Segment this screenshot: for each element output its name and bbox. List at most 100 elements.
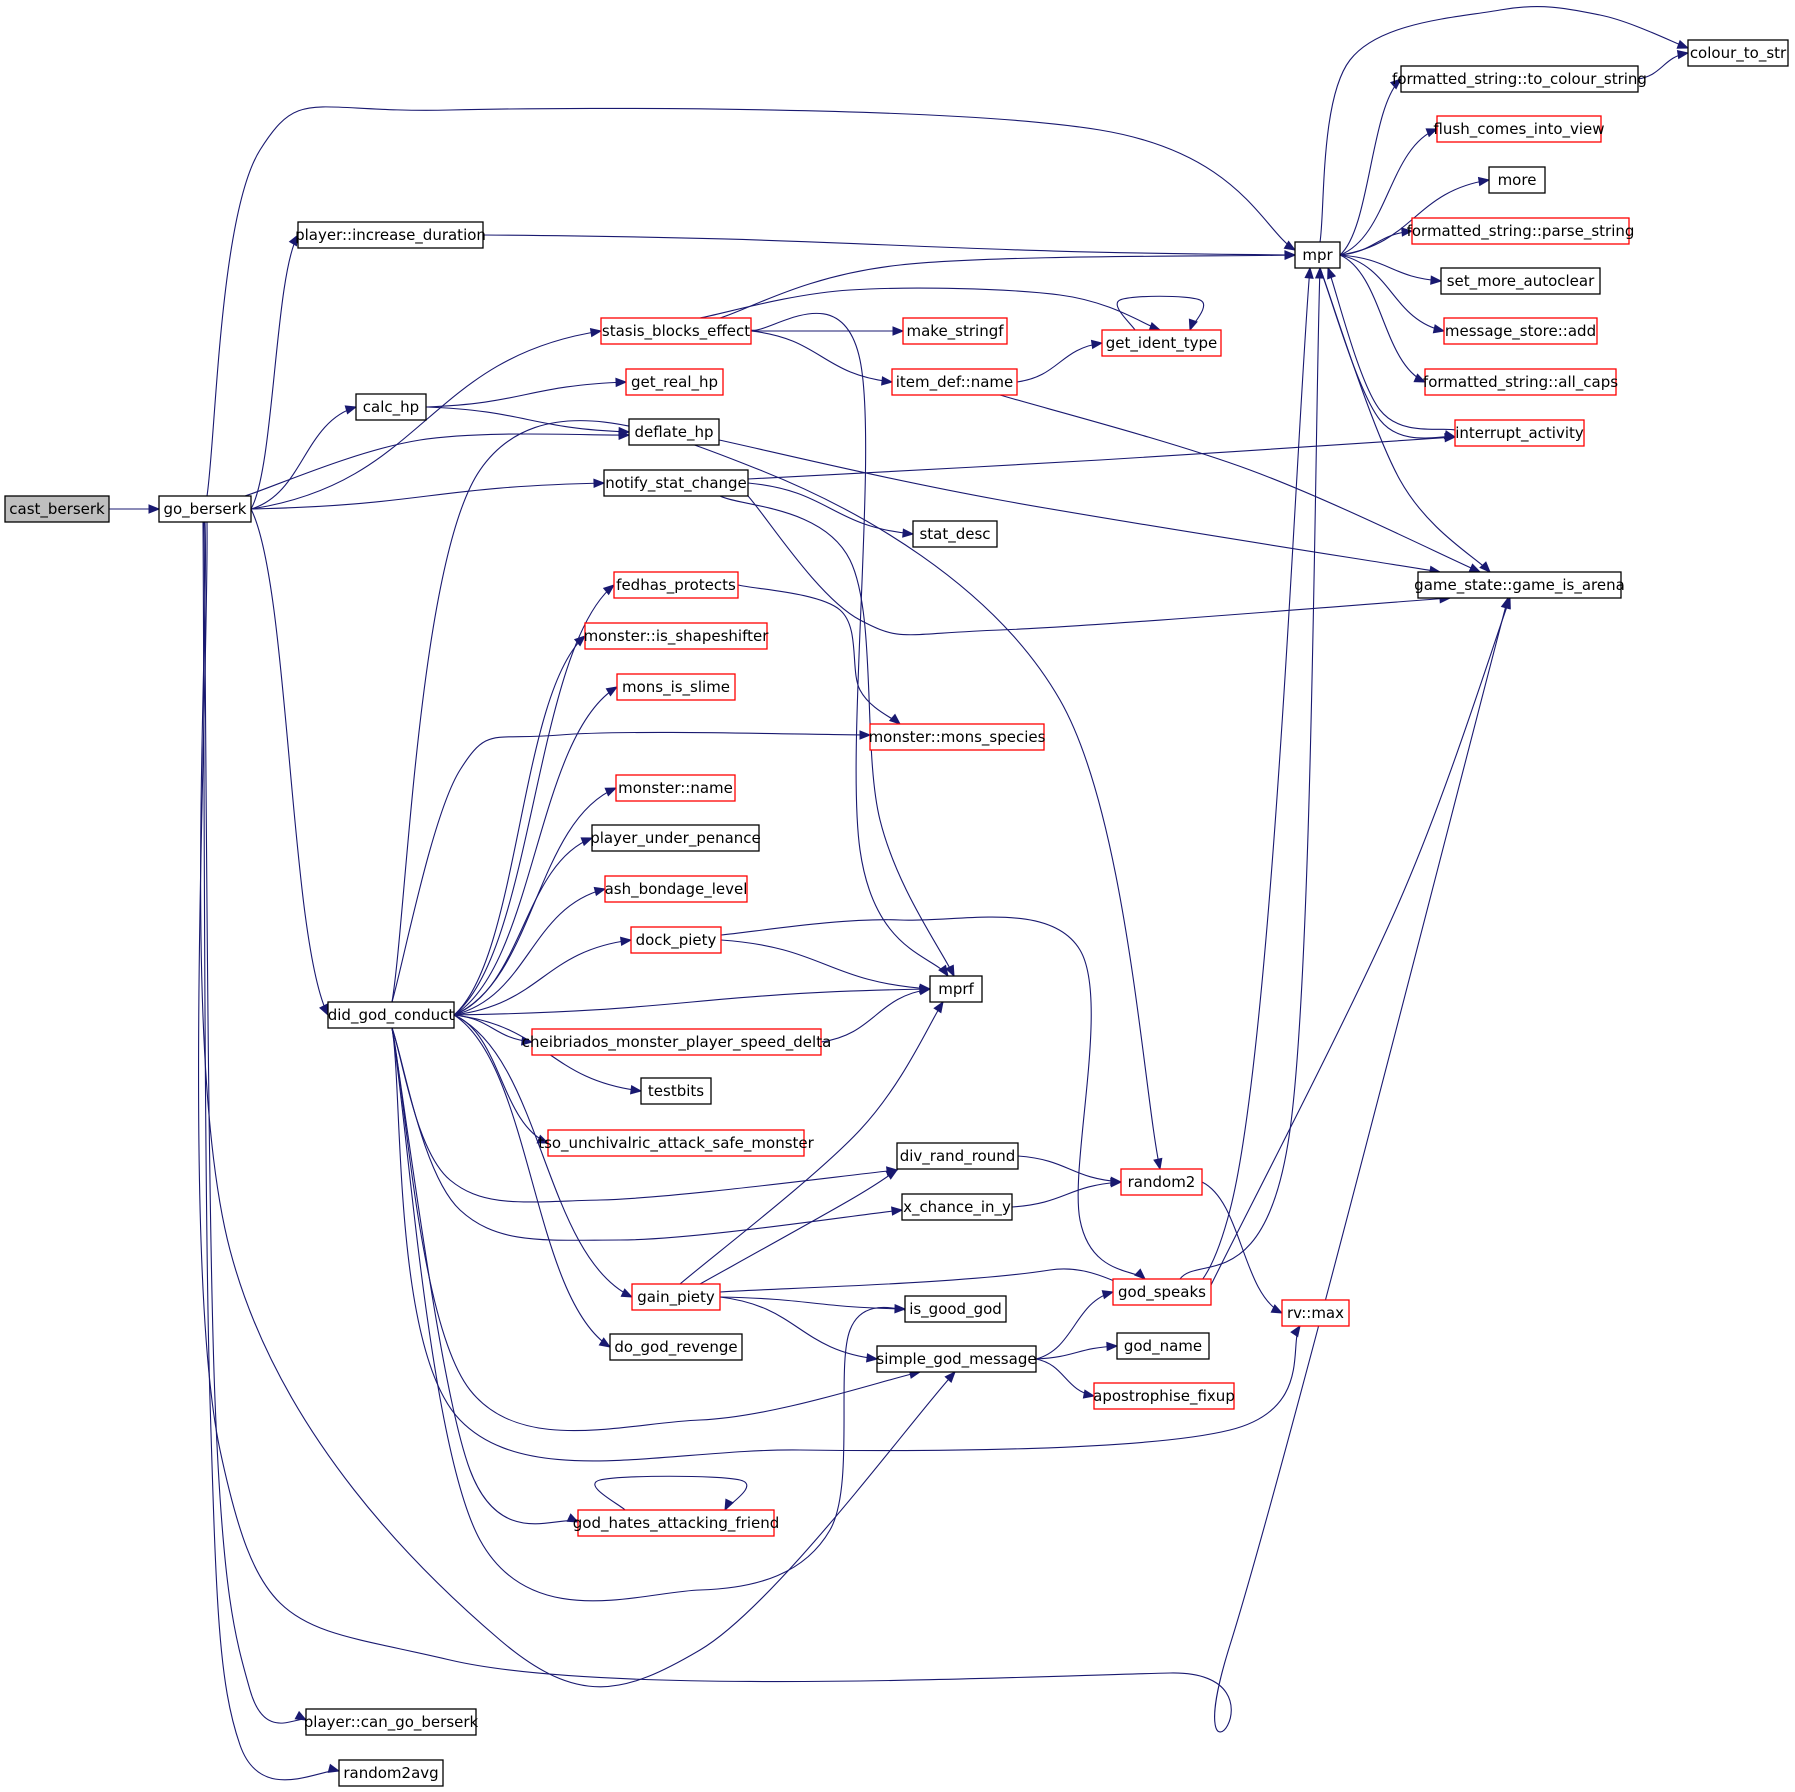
node-is-shapeshifter[interactable]: monster::is_shapeshifter	[584, 622, 770, 650]
node-make-stringf[interactable]: make_stringf	[902, 317, 1008, 345]
node-interrupt-activity[interactable]: interrupt_activity	[1454, 419, 1585, 447]
node-mpr[interactable]: mpr	[1294, 241, 1341, 269]
node-box[interactable]	[1454, 419, 1585, 447]
node-more[interactable]: more	[1488, 166, 1546, 194]
node-box[interactable]	[896, 1142, 1019, 1170]
node-box[interactable]	[929, 975, 983, 1003]
node-box[interactable]	[631, 1283, 721, 1311]
node-testbits[interactable]: testbits	[640, 1077, 712, 1105]
node-all-caps[interactable]: formatted_string::all_caps	[1423, 368, 1618, 396]
node-deflate-hp[interactable]: deflate_hp	[628, 418, 720, 446]
node-box[interactable]	[901, 1193, 1013, 1221]
node-box[interactable]	[355, 393, 427, 421]
node-gain-piety[interactable]: gain_piety	[631, 1283, 721, 1311]
node-calc-hp[interactable]: calc_hp	[355, 393, 427, 421]
node-box[interactable]	[609, 1333, 743, 1361]
node-box[interactable]	[1112, 1278, 1212, 1306]
node-did-god-conduct[interactable]: did_god_conduct	[327, 1001, 455, 1029]
node-increase-duration[interactable]: player::increase_duration	[295, 221, 486, 249]
node-ash-bondage-level[interactable]: ash_bondage_level	[604, 875, 748, 903]
node-box[interactable]	[1120, 1168, 1203, 1196]
node-stat-desc[interactable]: stat_desc	[912, 520, 998, 548]
node-box[interactable]	[616, 673, 736, 701]
node-get-ident-type[interactable]: get_ident_type	[1101, 329, 1222, 357]
node-notify-stat-change[interactable]: notify_stat_change	[603, 469, 749, 497]
node-can-go-berserk[interactable]: player::can_go_berserk	[304, 1708, 479, 1736]
node-item-def-name[interactable]: item_def::name	[891, 368, 1018, 396]
node-box[interactable]	[1116, 1332, 1210, 1360]
node-box[interactable]	[615, 774, 736, 802]
node-mons-species[interactable]: monster::mons_species	[869, 723, 1046, 751]
node-cast-berserk[interactable]: cast_berserk	[4, 495, 110, 523]
node-box[interactable]	[1436, 115, 1602, 143]
node-box[interactable]	[1101, 329, 1222, 357]
node-box[interactable]	[547, 1129, 805, 1157]
node-stasis-blocks-effect[interactable]: stasis_blocks_effect	[600, 317, 752, 345]
node-box[interactable]	[531, 1028, 822, 1056]
node-box[interactable]	[600, 317, 752, 345]
node-cheibriados[interactable]: cheibriados_monster_player_speed_delta	[522, 1028, 832, 1056]
node-box[interactable]	[904, 1295, 1007, 1323]
node-dock-piety[interactable]: dock_piety	[630, 926, 722, 954]
node-box[interactable]	[869, 723, 1045, 751]
node-colour-to-str[interactable]: colour_to_str	[1687, 39, 1789, 67]
node-box[interactable]	[1424, 368, 1617, 396]
node-box[interactable]	[628, 418, 720, 446]
node-god-name[interactable]: god_name	[1116, 1332, 1210, 1360]
node-box[interactable]	[891, 368, 1018, 396]
node-box[interactable]	[640, 1077, 712, 1105]
node-rv-max[interactable]: rv::max	[1281, 1299, 1350, 1327]
node-box[interactable]	[613, 571, 739, 599]
node-box[interactable]	[1400, 65, 1639, 93]
node-is-good-god[interactable]: is_good_god	[904, 1295, 1007, 1323]
node-monster-name[interactable]: monster::name	[615, 774, 736, 802]
node-tso-unchivalric[interactable]: tso_unchivalric_attack_safe_monster	[538, 1129, 815, 1157]
node-box[interactable]	[1440, 267, 1601, 295]
node-random2avg[interactable]: random2avg	[338, 1759, 444, 1787]
node-parse-string[interactable]: formatted_string::parse_string	[1407, 217, 1635, 245]
node-box[interactable]	[902, 317, 1008, 345]
node-box[interactable]	[1488, 166, 1546, 194]
node-box[interactable]	[297, 221, 484, 249]
node-box[interactable]	[591, 824, 760, 852]
node-go-berserk[interactable]: go_berserk	[158, 495, 252, 523]
node-box[interactable]	[1294, 241, 1341, 269]
node-do-god-revenge[interactable]: do_god_revenge	[609, 1333, 743, 1361]
node-box[interactable]	[338, 1759, 444, 1787]
node-set-more-autoclear[interactable]: set_more_autoclear	[1440, 267, 1601, 295]
node-fedhas-protects[interactable]: fedhas_protects	[613, 571, 739, 599]
node-box[interactable]	[305, 1708, 477, 1736]
node-simple-god-message[interactable]: simple_god_message	[876, 1345, 1037, 1373]
node-flush-comes-into-view[interactable]: flush_comes_into_view	[1433, 115, 1605, 143]
node-x-chance-in-y[interactable]: x_chance_in_y	[901, 1193, 1013, 1221]
node-box[interactable]	[630, 926, 722, 954]
node-box[interactable]	[584, 622, 768, 650]
node-god-hates-attacking-friend[interactable]: god_hates_attacking_friend	[573, 1509, 780, 1537]
node-box[interactable]	[158, 495, 252, 523]
node-game-is-arena[interactable]: game_state::game_is_arena	[1414, 571, 1625, 599]
node-box[interactable]	[625, 368, 724, 396]
node-box[interactable]	[1417, 571, 1622, 599]
node-box[interactable]	[4, 495, 110, 523]
node-box[interactable]	[603, 469, 749, 497]
node-random2[interactable]: random2	[1120, 1168, 1203, 1196]
node-box[interactable]	[1411, 217, 1630, 245]
node-box[interactable]	[1687, 39, 1789, 67]
node-box[interactable]	[577, 1509, 775, 1537]
node-div-rand-round[interactable]: div_rand_round	[896, 1142, 1019, 1170]
node-god-speaks[interactable]: god_speaks	[1112, 1278, 1212, 1306]
node-box[interactable]	[912, 520, 998, 548]
node-box[interactable]	[1281, 1299, 1350, 1327]
node-box[interactable]	[327, 1001, 455, 1029]
node-box[interactable]	[876, 1345, 1037, 1373]
node-player-under-penance[interactable]: player_under_penance	[590, 824, 761, 852]
node-apostrophise-fixup[interactable]: apostrophise_fixup	[1093, 1382, 1235, 1410]
node-box[interactable]	[604, 875, 748, 903]
node-mons-is-slime[interactable]: mons_is_slime	[616, 673, 736, 701]
node-message-store-add[interactable]: message_store::add	[1443, 317, 1598, 345]
node-box[interactable]	[1093, 1382, 1235, 1410]
node-get-real-hp[interactable]: get_real_hp	[625, 368, 724, 396]
node-mprf[interactable]: mprf	[929, 975, 983, 1003]
node-to-colour-string[interactable]: formatted_string::to_colour_string	[1392, 65, 1647, 93]
node-box[interactable]	[1443, 317, 1598, 345]
